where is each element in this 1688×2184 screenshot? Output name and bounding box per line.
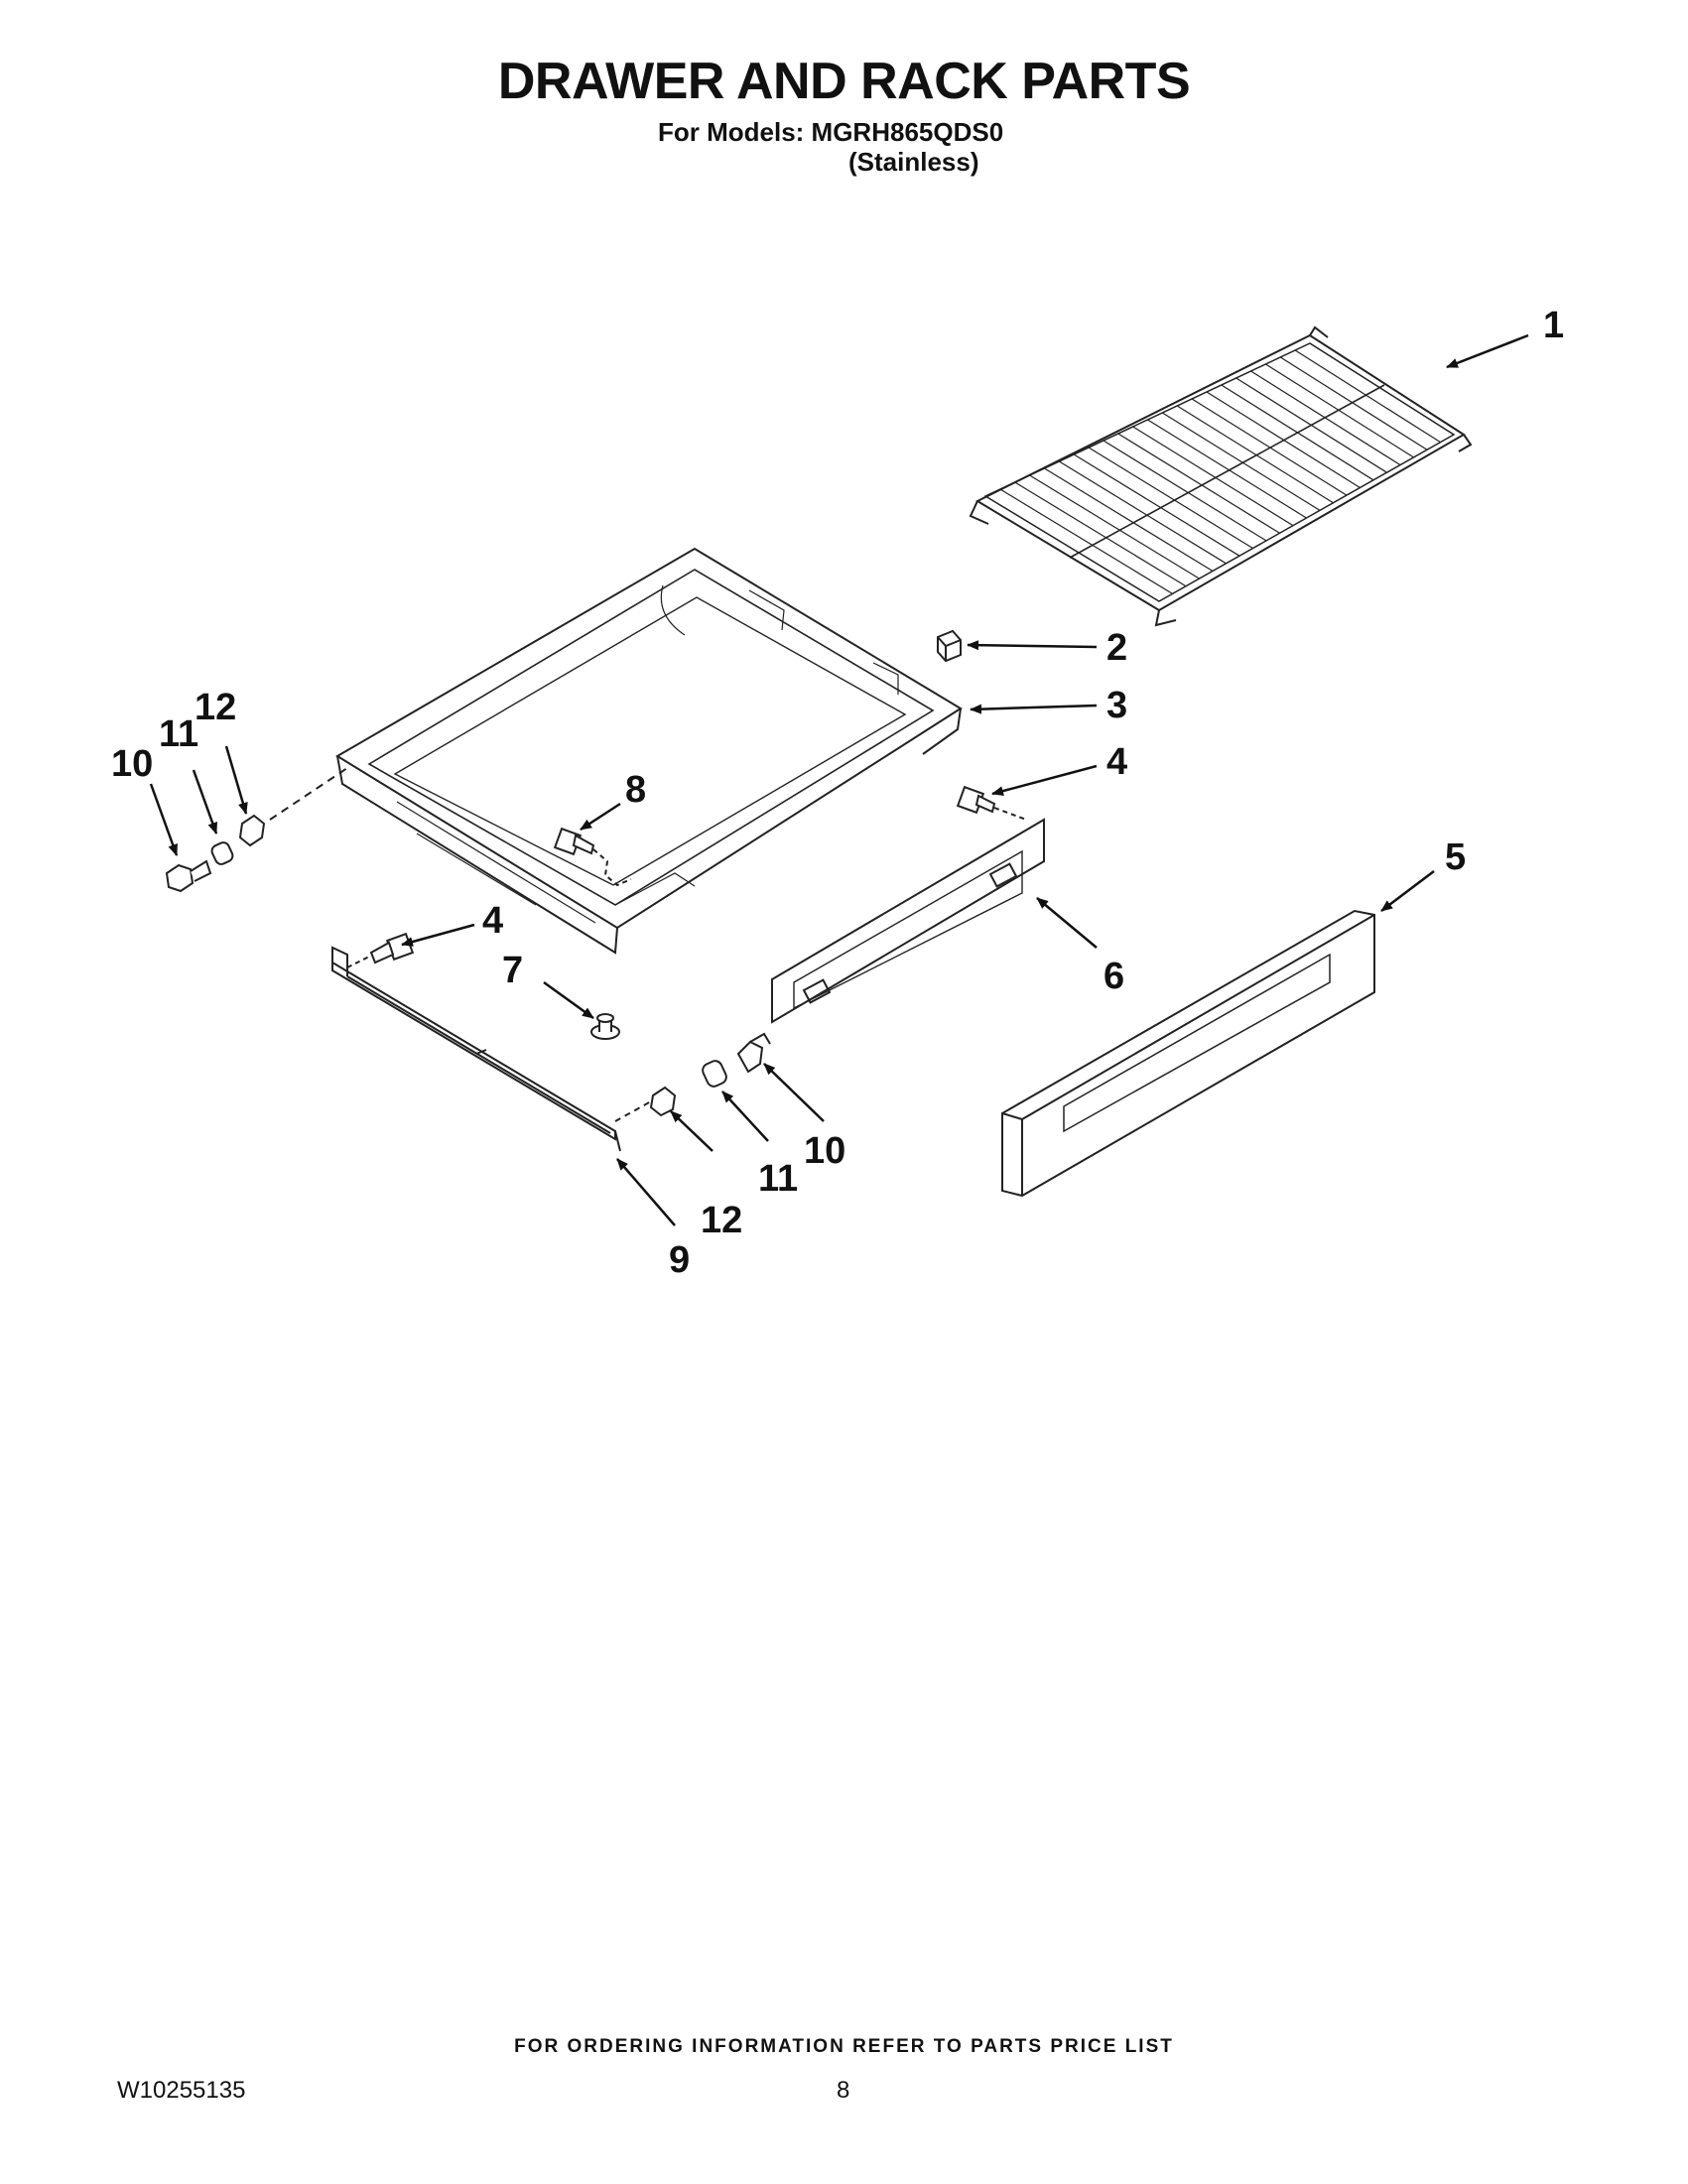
models-line: For Models: MGRH865QDS0 bbox=[658, 117, 1004, 147]
callout-7: 7 bbox=[502, 950, 523, 991]
callout-10-left: 10 bbox=[111, 743, 153, 785]
callout-8: 8 bbox=[625, 769, 646, 811]
drawer-front-panel bbox=[1001, 909, 1375, 1198]
screw-4-right bbox=[956, 785, 1027, 821]
callout-9: 9 bbox=[669, 1239, 690, 1281]
callout-10-right: 10 bbox=[804, 1130, 845, 1172]
hardware-right bbox=[614, 1032, 771, 1122]
screw-4-left bbox=[346, 932, 415, 968]
variant-line: (Stainless) bbox=[848, 147, 979, 177]
document-number: W10255135 bbox=[117, 2077, 246, 2104]
oven-rack bbox=[969, 325, 1473, 627]
page-number: 8 bbox=[837, 2077, 850, 2104]
callout-4-left: 4 bbox=[482, 900, 503, 942]
callout-1: 1 bbox=[1543, 305, 1564, 346]
ordering-note: FOR ORDERING INFORMATION REFER TO PARTS … bbox=[514, 2036, 1174, 2057]
callout-5: 5 bbox=[1445, 836, 1466, 878]
slide-rail bbox=[331, 946, 621, 1152]
callout-12-right: 12 bbox=[701, 1200, 742, 1241]
callout-11-right: 11 bbox=[758, 1158, 798, 1200]
drawer-bracket bbox=[771, 818, 1045, 1024]
leader-arrows bbox=[149, 333, 1529, 1226]
callout-6: 6 bbox=[1104, 956, 1124, 997]
screw-8 bbox=[553, 827, 632, 887]
callout-2: 2 bbox=[1106, 627, 1127, 669]
hardware-left bbox=[165, 767, 348, 893]
callout-4-right: 4 bbox=[1106, 741, 1127, 783]
page-title: DRAWER AND RACK PARTS bbox=[497, 53, 1191, 110]
callout-11-left: 11 bbox=[159, 713, 198, 755]
clip bbox=[937, 629, 962, 663]
callout-3: 3 bbox=[1106, 685, 1127, 726]
roller bbox=[590, 1013, 620, 1040]
drawer-pan bbox=[335, 547, 963, 955]
callout-12-left: 12 bbox=[195, 687, 236, 728]
